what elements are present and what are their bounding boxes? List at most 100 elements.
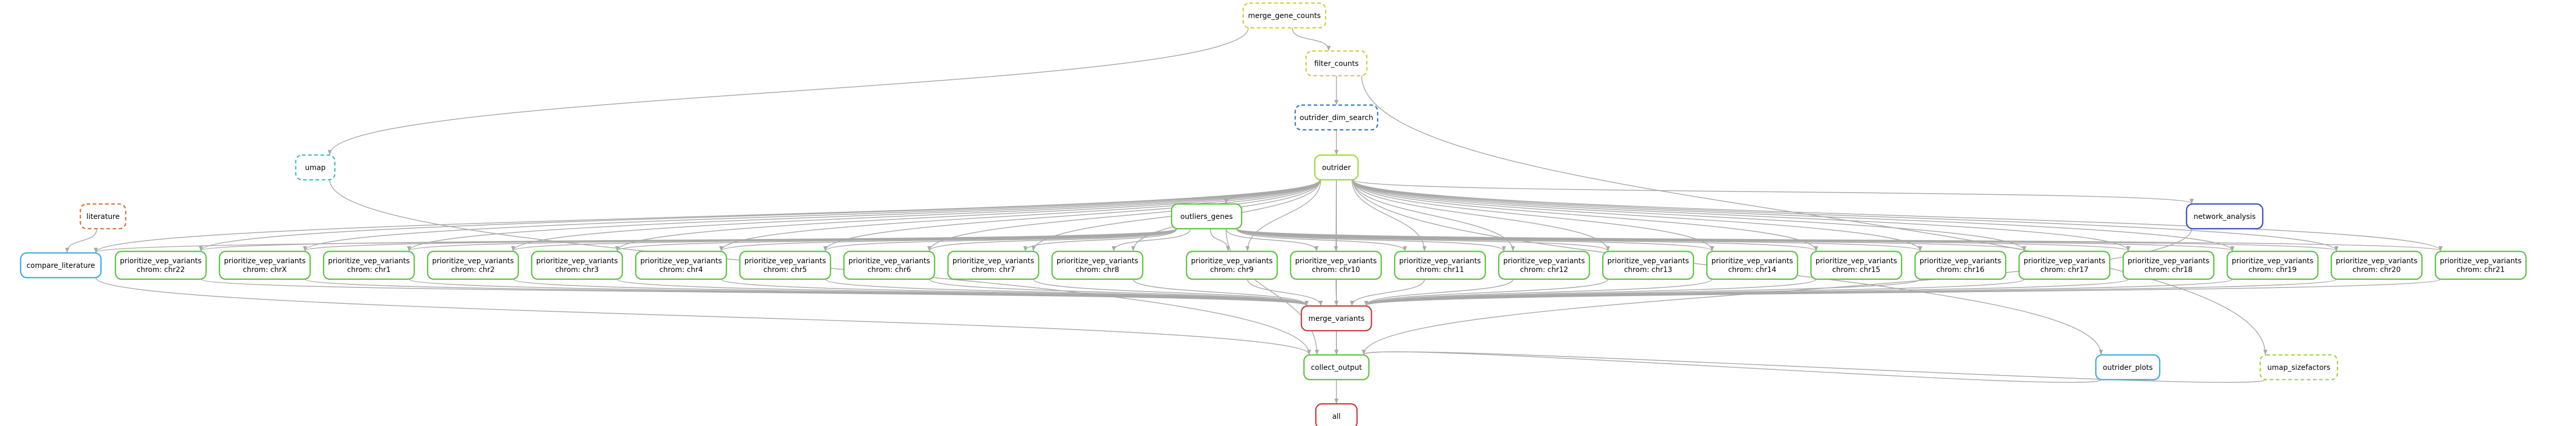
node-box <box>2226 250 2319 280</box>
node-label: prioritize_vep_variants <box>2336 257 2418 265</box>
node-box <box>1305 50 1368 77</box>
node-all: all <box>1315 403 1358 426</box>
edge-outrider-to-pv14 <box>1352 179 1714 251</box>
edge-layer <box>65 27 2443 404</box>
node-network-analysis: network_analysis <box>2185 203 2264 230</box>
node-label: prioritize_vep_variants <box>640 257 722 265</box>
edge-merge_gene_counts-to-filter_counts <box>1292 27 1331 51</box>
edge-outliers_genes-to-pv7 <box>1023 228 1177 251</box>
edge-outrider-to-pv1 <box>407 179 1320 251</box>
edge-outrider-to-pv21 <box>1352 179 2443 251</box>
edge-outrider-to-pv4 <box>719 179 1320 251</box>
node-label: umap_sizefactors <box>2267 364 2330 372</box>
node-box <box>1242 2 1327 29</box>
node-box <box>1314 154 1359 181</box>
edge-pv3-to-merge_variants <box>617 279 1309 306</box>
edge-outliers_genes-to-pv9 <box>1210 228 1230 251</box>
node-box <box>1303 354 1370 381</box>
node-box <box>2185 203 2264 230</box>
edge-pv14-to-merge_variants <box>1364 279 1713 306</box>
edge-pv17-to-merge_variants <box>1364 279 2025 306</box>
node-label: filter_counts <box>1314 60 1359 68</box>
node-box <box>1602 250 1694 280</box>
edge-pv9-to-merge_variants <box>1247 279 1323 306</box>
node-label: umap <box>305 164 326 172</box>
edge-outrider-to-pv19 <box>1352 179 2234 251</box>
node-label: outrider <box>1322 164 1351 172</box>
node-label: prioritize_vep_variants <box>2232 257 2314 265</box>
node-box <box>79 203 127 230</box>
edge-outrider-to-pv13 <box>1352 179 1610 251</box>
edge-pv4-to-merge_variants <box>721 279 1309 306</box>
node-box <box>1914 250 2007 280</box>
edge-outrider-to-pv3 <box>615 179 1320 251</box>
node-sublabel: chrom: chr9 <box>1210 266 1254 274</box>
node-outliers-genes: outliers_genes <box>1171 203 1243 230</box>
node-label: merge_gene_counts <box>1248 12 1320 20</box>
node-sublabel: chrom: chr1 <box>347 266 391 274</box>
edge-outrider-to-pv17 <box>1352 179 2026 251</box>
edge-pv2-to-merge_variants <box>513 279 1309 306</box>
edge-outliers_genes-to-pv10 <box>1225 228 1319 251</box>
node-outrider-dim-search: outrider_dim_search <box>1294 104 1379 131</box>
node-box <box>2095 354 2161 381</box>
node-label: prioritize_vep_variants <box>1920 257 2002 265</box>
edge-outrider-to-pv20 <box>1352 179 2338 251</box>
node-sublabel: chrom: chr8 <box>1076 266 1120 274</box>
node-box <box>1394 250 1486 280</box>
node-sublabel: chrom: chrX <box>243 266 287 274</box>
node-box <box>1051 250 1144 280</box>
node-sublabel: chrom: chr22 <box>137 266 185 274</box>
node-box <box>635 250 727 280</box>
node-sublabel: chrom: chr15 <box>1832 266 1880 274</box>
node-label: prioritize_vep_variants <box>2024 257 2106 265</box>
edge-outliers_genes-to-pv2 <box>511 228 1177 251</box>
edge-outliers_genes-to-pv11 <box>1236 228 1407 251</box>
edge-pv8-to-merge_variants <box>1132 279 1309 306</box>
node-box <box>323 250 415 280</box>
node-outrider-plots: outrider_plots <box>2095 354 2161 381</box>
node-sublabel: chrom: chr7 <box>972 266 1015 274</box>
node-box <box>427 250 519 280</box>
node-box <box>2018 250 2111 280</box>
edge-outrider-to-pv15 <box>1352 179 1818 251</box>
edge-outliers_genes-to-pv4 <box>719 228 1177 251</box>
edge-outliers_genes-to-pv21 <box>1236 228 2443 251</box>
node-label: prioritize_vep_variants <box>1711 257 1793 265</box>
edge-outrider-to-pv18 <box>1352 179 2130 251</box>
node-label: prioritize_vep_variants <box>120 257 202 265</box>
edge-outliers_genes-to-pv8 <box>1111 228 1191 251</box>
edge-merge_gene_counts-to-umap <box>328 27 1249 155</box>
node-box <box>2259 354 2338 381</box>
node-sublabel: chrom: chr4 <box>659 266 703 274</box>
node-label: prioritize_vep_variants <box>1503 257 1585 265</box>
node-box <box>2122 250 2215 280</box>
edge-outrider-to-pv2 <box>511 179 1320 251</box>
edge-outrider_plots-to-collect_output <box>1362 349 2102 383</box>
node-label: prioritize_vep_variants <box>224 257 306 265</box>
edge-pv6-to-merge_variants <box>929 279 1309 306</box>
node-filter-counts: filter_counts <box>1305 50 1368 77</box>
node-sublabel: chrom: chr11 <box>1416 266 1464 274</box>
edge-outliers_genes-to-pv13 <box>1236 228 1610 251</box>
node-box <box>20 252 102 279</box>
node-sublabel: chrom: chr18 <box>2144 266 2193 274</box>
node-box <box>1290 250 1382 280</box>
node-box <box>1315 403 1358 426</box>
node-box <box>1810 250 1903 280</box>
node-label: prioritize_vep_variants <box>328 257 410 265</box>
